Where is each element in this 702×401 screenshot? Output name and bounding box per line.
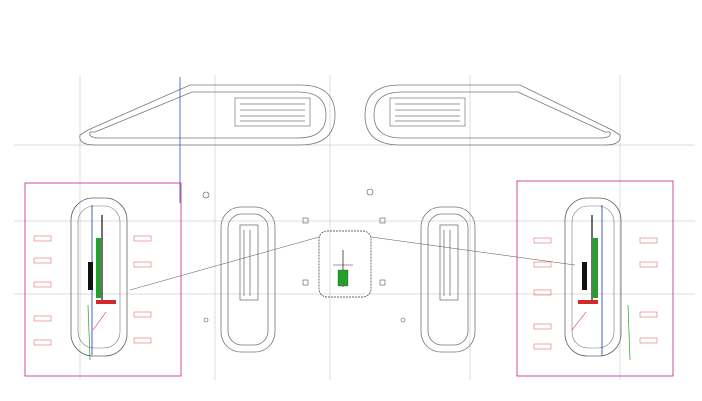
right-detail-panel xyxy=(516,180,674,377)
circle-markers xyxy=(202,188,406,323)
center-station-right xyxy=(420,206,476,353)
detail-box xyxy=(318,230,372,298)
left-panel-frame xyxy=(24,182,182,377)
center-station-left xyxy=(220,206,276,353)
right-panel-tags-left xyxy=(533,237,552,350)
top-left-platform xyxy=(79,84,336,146)
leader-lines xyxy=(129,236,576,291)
right-panel-frame xyxy=(516,180,674,377)
top-right-platform xyxy=(364,84,621,146)
left-panel-tags-right xyxy=(133,235,152,344)
right-panel-tags-right xyxy=(639,237,658,344)
square-markers xyxy=(302,217,386,286)
left-panel-tags-left xyxy=(33,235,52,346)
left-detail-panel xyxy=(24,182,182,377)
